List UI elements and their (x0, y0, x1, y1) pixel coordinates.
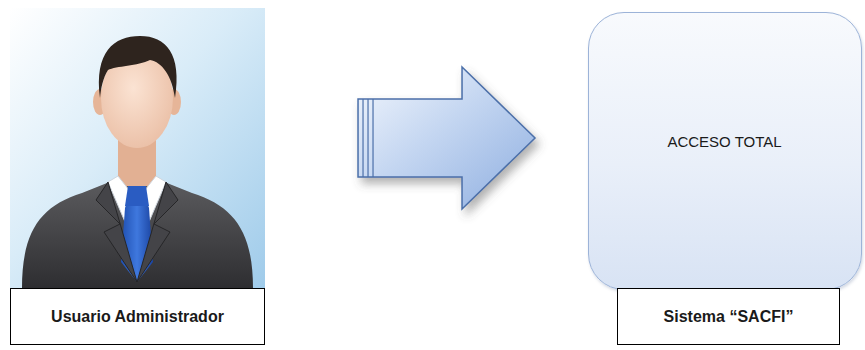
portrait-background (10, 8, 265, 288)
tie-shape (121, 196, 153, 282)
actor-figure: Usuario Administrador (10, 8, 265, 288)
arrow-stripe (367, 99, 368, 177)
arrow-stripe (372, 99, 373, 177)
system-label: Sistema “SACFI” (617, 288, 840, 345)
block-arrow (358, 67, 535, 209)
tie-knot (125, 186, 149, 206)
arrow-stripe (362, 99, 363, 177)
actor-label: Usuario Administrador (10, 288, 265, 345)
hair-shape (99, 36, 177, 98)
suit-body (22, 181, 253, 288)
system-box: ACCESO TOTALSistema “SACFI” (588, 12, 862, 290)
suit-lapel (96, 182, 137, 282)
suit-lapel (137, 182, 178, 282)
access-text: ACCESO TOTAL (589, 13, 860, 269)
connector-group (358, 67, 535, 209)
